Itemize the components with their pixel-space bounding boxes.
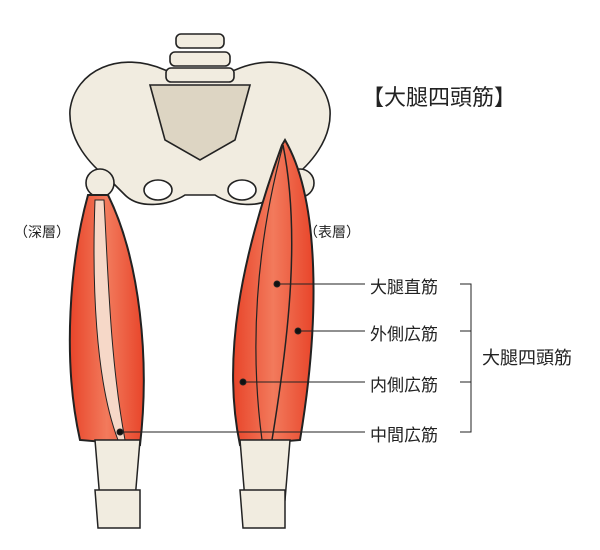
label-vastus-intermedius: 中間広筋 — [370, 426, 438, 446]
left-leg-deep — [68, 194, 145, 529]
label-rectus-femoris: 大腿直筋 — [370, 278, 438, 298]
label-vastus-lateralis: 外側広筋 — [370, 325, 438, 345]
group-label-quadriceps: 大腿四頭筋 — [482, 348, 572, 369]
diagram-title: 【大腿四頭筋】 — [362, 86, 517, 111]
label-vastus-medialis: 内側広筋 — [370, 376, 438, 396]
right-leg-superficial — [232, 138, 315, 529]
bracket — [460, 283, 472, 433]
deep-layer-label: （深層） — [14, 225, 70, 241]
superficial-layer-label: （表層） — [304, 225, 360, 241]
